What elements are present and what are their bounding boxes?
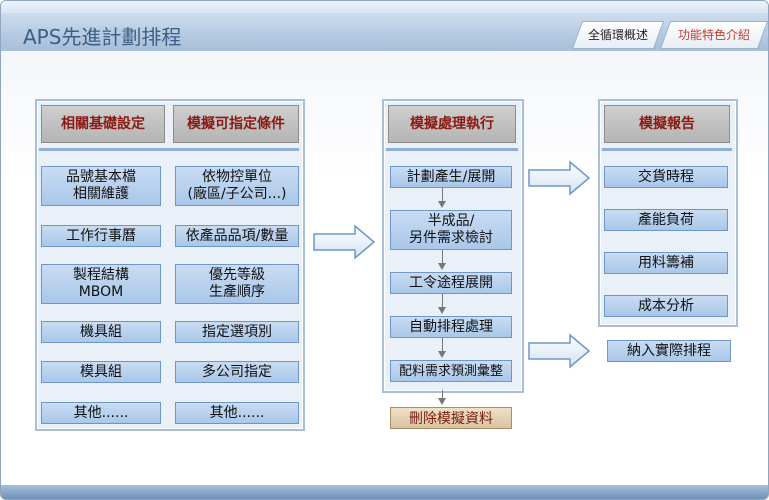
right-item-option[interactable]: 指定選項別 — [175, 321, 299, 343]
step-arrowhead-5 — [438, 398, 446, 405]
footer-bar — [1, 485, 768, 499]
conditions-header: 模擬可指定條件 — [173, 105, 299, 143]
step-connector-5 — [442, 390, 443, 400]
delete-simulation-button[interactable]: 刪除模擬資料 — [390, 407, 512, 429]
page-title: APS先進計劃排程 — [23, 25, 182, 49]
header-bar: APS先進計劃排程 全循環概述 功能特色介紹 — [1, 1, 768, 51]
left-item-others[interactable]: 其他...... — [41, 402, 161, 424]
report-delivery-schedule[interactable]: 交貨時程 — [604, 166, 728, 188]
flow-arrow-to-actual — [528, 333, 591, 369]
report-cost-analysis[interactable]: 成本分析 — [604, 295, 728, 317]
step-semi-product-review[interactable]: 半成品/ 另件需求檢討 — [390, 210, 512, 250]
step-connector-3 — [442, 294, 443, 308]
simulation-header: 模擬處理執行 — [388, 105, 516, 143]
adopt-actual-schedule-button[interactable]: 納入實際排程 — [607, 340, 731, 362]
tab-overview-label: 全循環概述 — [587, 28, 648, 42]
step-arrowhead-3 — [438, 307, 446, 314]
right-panel-divider — [602, 148, 732, 151]
report-capacity-load[interactable]: 產能負荷 — [604, 209, 728, 231]
left-item-part-master[interactable]: 品號基本檔 相關維護 — [41, 166, 161, 206]
step-connector-1 — [442, 188, 443, 202]
left-panel-divider — [39, 148, 299, 151]
mid-panel-divider — [386, 148, 518, 151]
basic-settings-header: 相關基礎設定 — [41, 105, 165, 143]
right-item-product-qty[interactable]: 依產品品項/數量 — [175, 225, 299, 247]
step-plan-generate[interactable]: 計劃產生/展開 — [390, 166, 512, 188]
header-highlight — [1, 1, 768, 13]
step-connector-2 — [442, 250, 443, 264]
flow-arrow-to-report — [528, 160, 591, 196]
step-arrowhead-4 — [438, 351, 446, 358]
step-connector-4 — [442, 338, 443, 352]
tab-overview[interactable]: 全循環概述 — [571, 21, 665, 49]
left-item-mold-group[interactable]: 模具組 — [41, 361, 161, 383]
step-auto-scheduling[interactable]: 自動排程處理 — [390, 316, 512, 338]
step-arrowhead-2 — [438, 263, 446, 270]
left-item-routing-mbom[interactable]: 製程結構 MBOM — [41, 264, 161, 304]
report-material-supply[interactable]: 用料籌補 — [604, 252, 728, 274]
right-item-multi-company[interactable]: 多公司指定 — [175, 361, 299, 383]
left-item-work-calendar[interactable]: 工作行事曆 — [41, 225, 161, 247]
step-material-forecast[interactable]: 配料需求預測彙整 — [390, 360, 512, 382]
right-item-priority[interactable]: 優先等級 生產順序 — [175, 264, 299, 304]
right-item-others[interactable]: 其他...... — [175, 402, 299, 424]
flow-arrow-left-to-mid — [313, 224, 376, 260]
left-item-machine-group[interactable]: 機具組 — [41, 321, 161, 343]
step-routing-expand[interactable]: 工令途程展開 — [390, 272, 512, 294]
step-arrowhead-1 — [438, 201, 446, 208]
tab-features-label: 功能特色介紹 — [677, 28, 750, 42]
tab-features[interactable]: 功能特色介紹 — [659, 21, 768, 49]
right-item-material-unit[interactable]: 依物控單位 (廠區/子公司...) — [175, 166, 299, 206]
report-header: 模擬報告 — [604, 105, 730, 143]
